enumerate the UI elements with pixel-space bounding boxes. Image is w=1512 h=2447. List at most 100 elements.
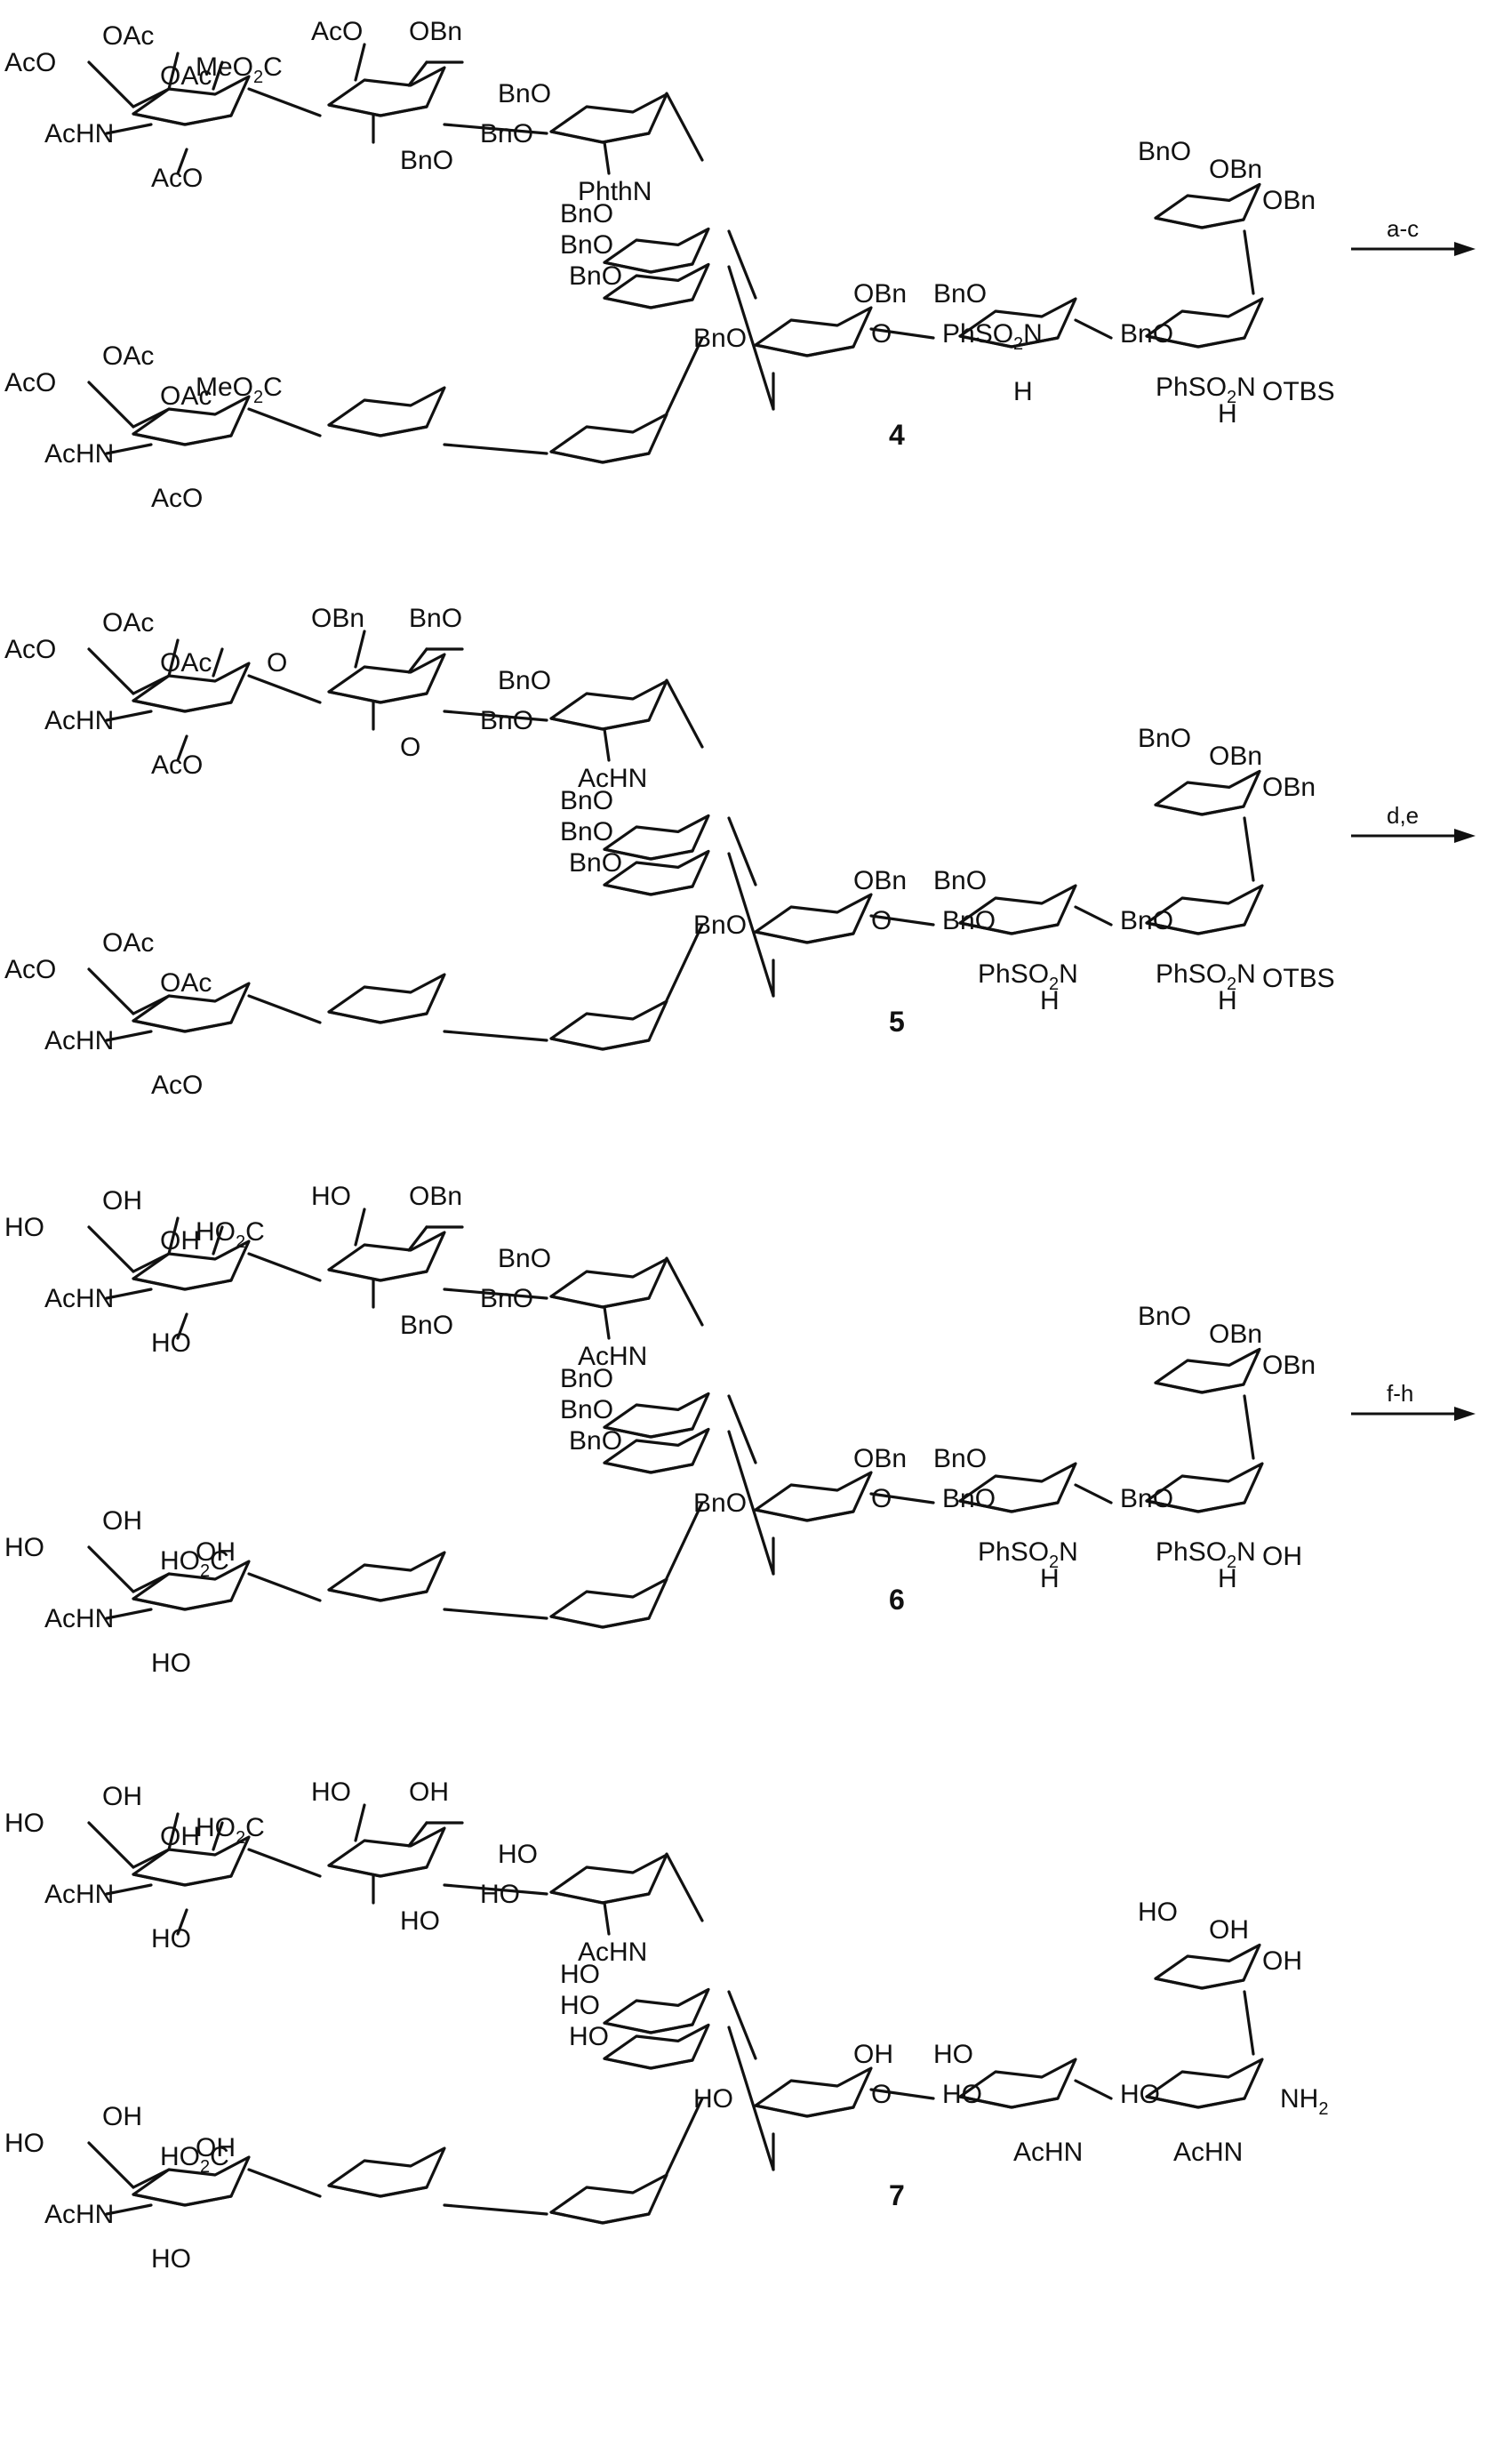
bond [249, 1574, 320, 1601]
bond [356, 1209, 364, 1245]
protecting-group-label: AcO [151, 484, 203, 513]
reaction-conditions: d,e [1387, 802, 1419, 829]
protecting-group-label: HO [933, 2040, 973, 2069]
anomeric-group-label: NH2 [1280, 2084, 1328, 2119]
ring-front-edge [756, 345, 853, 356]
protecting-group-label: AcO [4, 368, 56, 397]
acetamido-label: AcHN [44, 706, 114, 735]
label-rest: N [1059, 1537, 1078, 1567]
bond [444, 1031, 547, 1040]
protecting-group-label: BnO [1120, 1484, 1173, 1513]
protecting-group-label: BnO [560, 817, 613, 846]
bond [89, 1823, 133, 1867]
bond [133, 676, 169, 694]
protecting-group-label: HO [480, 1880, 520, 1909]
hydrogen-label: H [1040, 1564, 1060, 1593]
ring-oxygen-label: O [871, 319, 892, 349]
protecting-group-label: HO [151, 1328, 191, 1358]
arrow-head [1454, 242, 1476, 256]
ring-front-edge [329, 425, 427, 436]
acetamido-label: H [1013, 377, 1033, 406]
protecting-group-label: PhSO2N [942, 319, 1043, 354]
protecting-group-label: BnO [569, 848, 622, 878]
sulfonamide-label: PhSO2N [978, 959, 1078, 994]
bond [444, 445, 547, 453]
ring-front-edge [329, 1865, 427, 1876]
protecting-group-label: BnO [480, 1284, 533, 1313]
protecting-group-label: BnO [480, 119, 533, 148]
protecting-group-label: BnO [1120, 319, 1173, 349]
compound-number: 6 [889, 1584, 905, 1616]
protecting-group-label: OAc [102, 21, 154, 51]
protecting-group-label: OBn [409, 1182, 462, 1211]
label-rest: C [263, 52, 283, 82]
bond [729, 818, 756, 885]
bond [133, 1574, 169, 1592]
bond [1244, 231, 1253, 293]
ring-front-edge [329, 1270, 427, 1280]
protecting-group-label: HO [1120, 2080, 1160, 2109]
bond [89, 62, 133, 107]
acetamido-label: AcHN [44, 439, 114, 469]
sulfonamide-label: PhSO2N [1156, 1537, 1256, 1572]
ring-oxygen-label: O [267, 648, 287, 678]
bond [729, 231, 756, 298]
bond [444, 2205, 547, 2214]
ring-front-edge [133, 434, 231, 445]
acetamido-label: AcHN [44, 1604, 114, 1633]
bond [444, 1609, 547, 1618]
ring-front-edge [604, 298, 692, 308]
subscript: 2 [253, 68, 263, 87]
protecting-group-label: BnO [942, 906, 996, 935]
protecting-group-label: OAc [160, 968, 212, 998]
protecting-group-label: OAc [160, 648, 212, 678]
ring-front-edge [329, 1590, 427, 1601]
ring-front-edge [604, 1463, 692, 1472]
bond [133, 89, 169, 107]
protecting-group-label: BnO [942, 1484, 996, 1513]
ring-front-edge [756, 2106, 853, 2116]
label-rest: N [1059, 959, 1078, 989]
protecting-group-label: OBn [1262, 773, 1316, 802]
protecting-group-label: HO [4, 1809, 44, 1838]
protecting-group-label: AcO [151, 1071, 203, 1100]
protecting-group-label: BnO [933, 279, 987, 309]
protecting-group-label: OBn [409, 17, 462, 46]
bond [1244, 818, 1253, 880]
bond [1076, 907, 1111, 925]
ring-front-edge [756, 1510, 853, 1520]
protecting-group-label: AcO [4, 955, 56, 984]
bond [89, 969, 133, 1014]
protecting-group-label: OH [102, 1782, 142, 1811]
protecting-group-label: OH [102, 1186, 142, 1215]
protecting-group-label: BnO [560, 786, 613, 815]
subscript: 2 [236, 1232, 245, 1252]
bond [667, 1258, 702, 1325]
ring-front-edge [551, 1296, 649, 1307]
protecting-group-label: HO [311, 1182, 351, 1211]
label-rest: C [210, 2142, 229, 2171]
protecting-group-label: BnO [569, 261, 622, 291]
bond [133, 2170, 169, 2187]
bond [249, 2170, 320, 2196]
bond [249, 89, 320, 116]
protecting-group-label: HO [560, 1960, 600, 1989]
reaction-arrow: f-h [1351, 1380, 1476, 1421]
subscript: 2 [1013, 334, 1023, 354]
bond [667, 925, 702, 1000]
protecting-group-label: BnO [1138, 137, 1191, 166]
protecting-group-label: BnO [569, 1426, 622, 1456]
ring-front-edge [551, 2212, 649, 2223]
hydrogen-label: H [1218, 986, 1237, 1015]
label-rest: C [263, 373, 283, 402]
protecting-group-label: OAc [160, 381, 212, 411]
acetamido-label: AcHN [44, 119, 114, 148]
reaction-conditions: a-c [1387, 215, 1419, 242]
compound-7: HOOHOHHO2CAcHNHOHOOHHOHOHOAcHNHOHOHOOHOH… [4, 1777, 1328, 2274]
protecting-group-label: BnO [560, 199, 613, 229]
protecting-group-label: OAc [102, 928, 154, 958]
anomeric-group-label: OH [1262, 1542, 1302, 1571]
bond [1244, 1992, 1253, 2054]
protecting-group-label: AcO [151, 164, 203, 193]
protecting-group-label: BnO [560, 1395, 613, 1424]
